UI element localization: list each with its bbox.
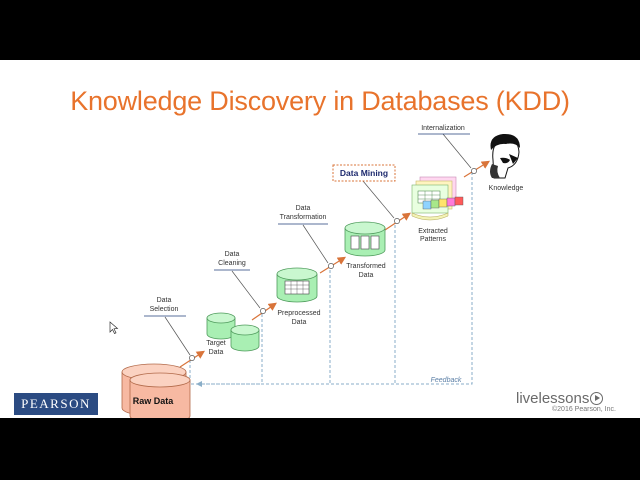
svg-text:Data: Data [157,297,172,304]
knowledge-label: Knowledge [489,185,524,192]
slide-title: Knowledge Discovery in Databases (KDD) [70,86,570,116]
svg-text:Transformation: Transformation [280,214,327,221]
step-internalization: Internalization [418,125,470,135]
target-data-store [206,312,260,352]
raw-data-store [121,363,191,418]
slide: Knowledge Discovery in Databases (KDD) F… [0,60,640,418]
svg-text:Patterns: Patterns [420,236,447,243]
svg-text:Data: Data [296,205,311,212]
step-data-selection: Data Selection [144,297,186,317]
step-data-transformation: Data Transformation [278,205,328,225]
step-data-mining: Data Mining [332,164,396,182]
transformed-data-label: Transformed [346,263,386,270]
extracted-patterns-label: Extracted [418,228,448,235]
pearson-logo: PEARSON [14,393,98,415]
kdd-diagram: Feedback Data Selection [109,125,524,418]
extracted-patterns-graphic [411,176,464,221]
step-data-cleaning: Data Cleaning [214,251,250,271]
svg-text:Cleaning: Cleaning [218,260,246,267]
step-nodes [164,133,477,361]
feedback-label: Feedback [431,377,462,384]
svg-text:Internalization: Internalization [421,125,465,132]
svg-text:Data Mining: Data Mining [340,168,388,178]
svg-text:Data: Data [292,319,307,326]
knowledge-thinker-icon [490,133,520,179]
play-icon [590,391,604,405]
target-data-label: Target [206,340,226,347]
raw-data-label: Raw Data [133,396,175,406]
livelessons-logo: livelessons [516,390,604,407]
svg-text:Selection: Selection [150,306,179,313]
preprocessed-data-label: Preprocessed [277,310,320,317]
svg-text:Data: Data [209,349,224,356]
preprocessed-data-store [276,267,318,303]
feedback-lines [189,172,473,387]
svg-text:Data: Data [225,251,240,258]
svg-text:Data: Data [359,272,374,279]
mouse-cursor-icon [109,321,119,334]
copyright-notice: ©2016 Pearson, Inc. [552,406,616,413]
livelessons-text: livelessons [516,390,590,407]
transformed-data-store [344,221,386,257]
